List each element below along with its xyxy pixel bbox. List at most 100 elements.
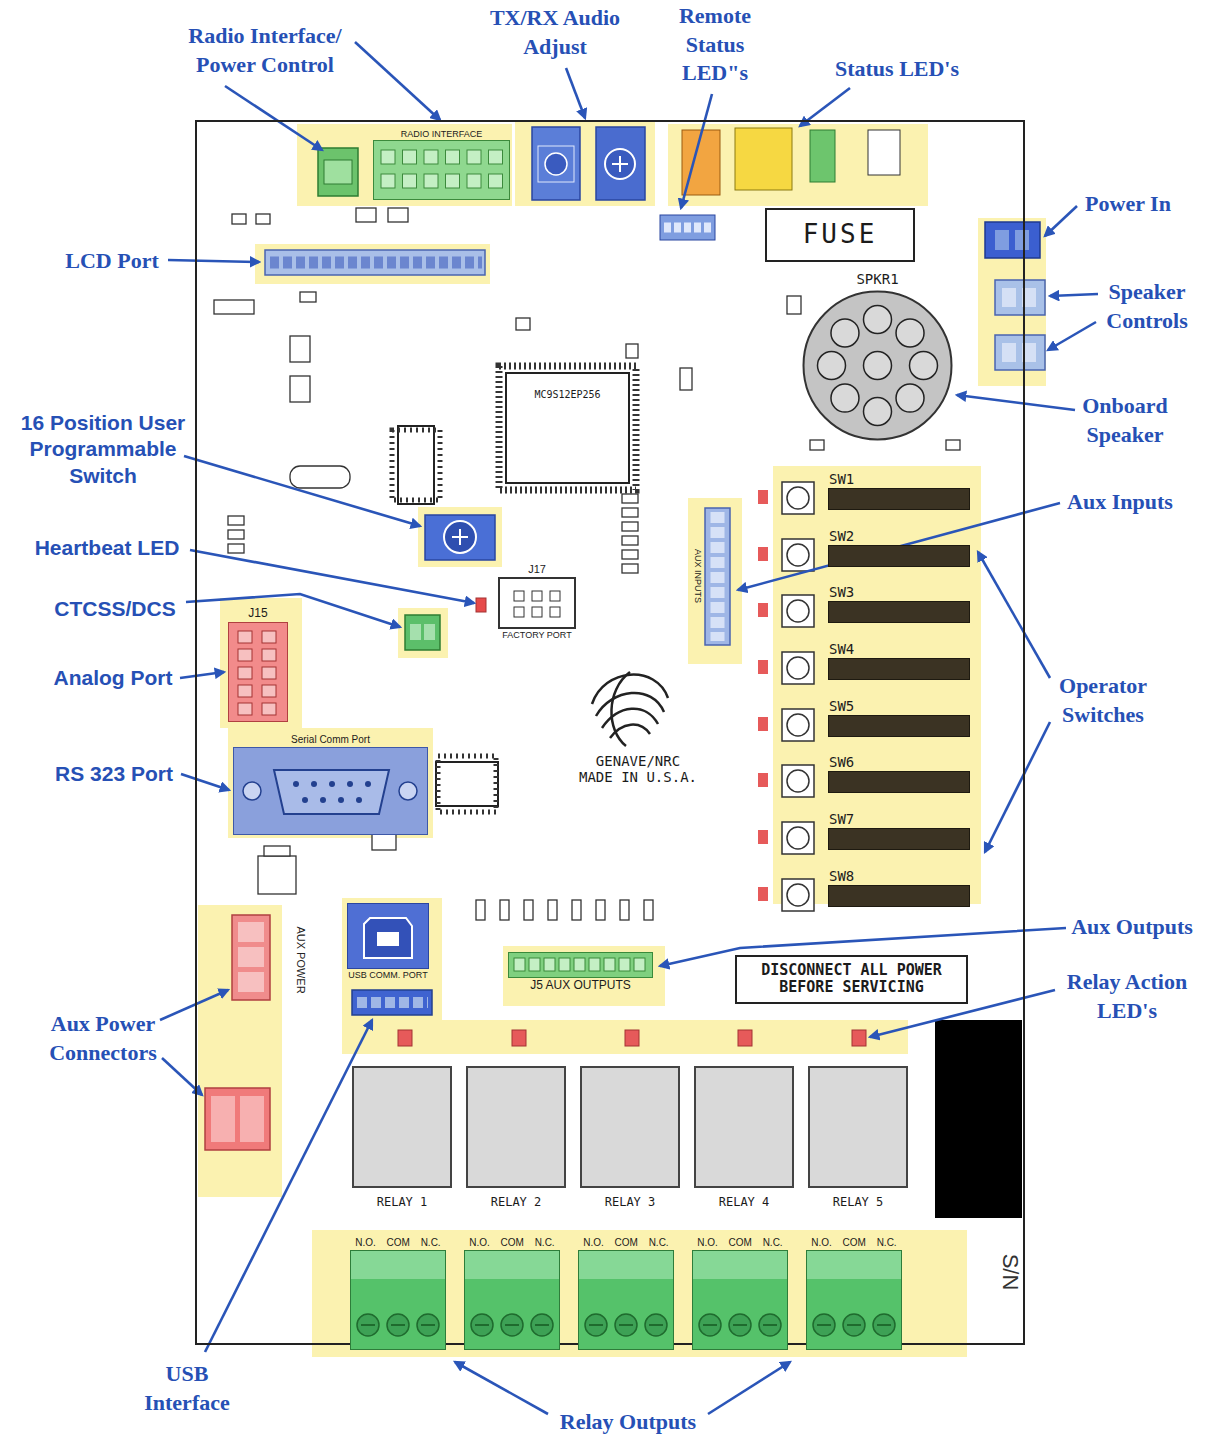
sixteen-position-switch <box>425 515 495 560</box>
operator-button <box>758 773 768 787</box>
aux-power-connector <box>238 922 264 942</box>
leader-arrow <box>190 550 474 603</box>
usb-header <box>352 990 432 1015</box>
relay-output-terminal: N.O.COMN.C. <box>350 1236 446 1350</box>
connector-pin <box>262 667 276 679</box>
highlight-zone <box>503 946 665 1006</box>
serial-number-block <box>935 1020 1022 1218</box>
terminal-screw <box>813 1314 835 1336</box>
connector-pin <box>550 607 560 617</box>
db9-pin <box>311 781 317 787</box>
screw-slot <box>391 1324 405 1326</box>
mounting-screw <box>243 782 261 800</box>
aux-output-connector-body <box>508 952 653 978</box>
speaker-cone <box>804 292 952 440</box>
lcd-port <box>265 250 485 275</box>
usb-header <box>357 997 428 1008</box>
audio-adjust-pot <box>532 127 580 200</box>
part-label: SW1 <box>829 471 854 487</box>
part-label: FUSE <box>803 220 878 250</box>
connector-pin <box>262 685 276 697</box>
operator-button <box>758 717 768 731</box>
callout-label: Speaker Controls <box>1087 278 1207 335</box>
leader-arrow <box>184 456 420 526</box>
leader-arrow <box>566 68 585 118</box>
operator-button <box>782 482 814 514</box>
highlight-zone <box>398 608 448 658</box>
relay-body <box>808 1066 908 1188</box>
status-led <box>868 130 900 175</box>
power-connector <box>1015 230 1029 250</box>
relay: RELAY 3 <box>580 1066 680 1218</box>
maker-mark: GENAVE/NRC MADE IN U.S.A. <box>576 753 700 785</box>
highlight-zone <box>342 1020 908 1054</box>
small-parts <box>258 856 296 894</box>
small-parts <box>228 544 244 553</box>
terminal-top <box>465 1251 559 1279</box>
relay: RELAY 1 <box>352 1066 452 1218</box>
operator-button <box>782 595 814 627</box>
speaker-hole <box>831 319 859 347</box>
connector-pin <box>238 649 252 661</box>
db9-pin <box>365 781 371 787</box>
operator-switch-body <box>828 828 970 850</box>
pinsRow-detail <box>509 953 652 977</box>
power-connector <box>985 222 1040 258</box>
connector-pin <box>424 150 438 164</box>
screws-detail <box>693 1251 787 1349</box>
aux-power-connector <box>238 972 264 992</box>
screws-detail <box>807 1251 901 1349</box>
chip-pins <box>438 756 496 812</box>
small-parts <box>476 900 485 920</box>
part-label: N.O. <box>697 1237 718 1249</box>
relay-body <box>694 1066 794 1188</box>
operator-switch-body <box>828 601 970 623</box>
highlight-zone <box>668 124 928 206</box>
warning-label: DISCONNECT ALL POWER BEFORE SERVICING <box>735 955 968 1004</box>
maker-logo <box>596 693 664 716</box>
part-label: DISCONNECT ALL POWER BEFORE SERVICING <box>746 962 957 997</box>
connector-pin <box>550 591 560 601</box>
part-label: SW6 <box>829 754 854 770</box>
operator-button <box>787 600 809 622</box>
board-components <box>205 127 1045 1218</box>
screw-slot <box>361 1324 375 1326</box>
callout-label: Analog Port <box>13 665 213 691</box>
small-parts <box>620 900 629 920</box>
part-label: J5 AUX OUTPUTS <box>530 979 631 993</box>
usb-port-body <box>347 903 429 969</box>
pinsCol-detail <box>229 623 287 721</box>
highlight-zone <box>198 905 282 1197</box>
operator-switch: SW7 <box>828 810 970 850</box>
operator-button <box>758 482 814 911</box>
screw-slot <box>817 1324 831 1326</box>
connector-pin <box>619 958 630 971</box>
small-parts <box>500 900 509 920</box>
small-parts <box>644 900 653 920</box>
small-parts <box>264 846 290 856</box>
small-parts <box>228 530 244 539</box>
status-led <box>682 128 900 195</box>
part-label: N.O. <box>355 1237 376 1249</box>
leader-arrow <box>1045 206 1077 236</box>
db9-pin <box>356 797 362 803</box>
callout-label: Remote Status LED"s <box>660 2 770 88</box>
analog-port: J15 <box>228 606 288 722</box>
terminal-legend: N.O.COMN.C. <box>578 1236 674 1250</box>
screw-slot <box>763 1324 777 1326</box>
operator-button <box>758 830 768 844</box>
terminal-screw <box>531 1314 553 1336</box>
connector-pin <box>262 631 276 643</box>
screw-slot <box>475 1324 489 1326</box>
relay-body <box>352 1066 452 1188</box>
leader-arrow <box>355 42 440 120</box>
leader-arrow <box>708 1362 790 1414</box>
terminal-screw <box>357 1314 379 1336</box>
leader-arrow <box>205 1020 372 1352</box>
mounting-screw <box>399 782 417 800</box>
connector-pin <box>238 631 252 643</box>
silkscreen-label: AUX INPUTS <box>691 549 702 603</box>
part-label: RELAY 4 <box>719 1196 770 1210</box>
radio-interface-connector: RADIO INTERFACE <box>373 128 510 200</box>
callout-label: Status LED's <box>792 55 1002 84</box>
